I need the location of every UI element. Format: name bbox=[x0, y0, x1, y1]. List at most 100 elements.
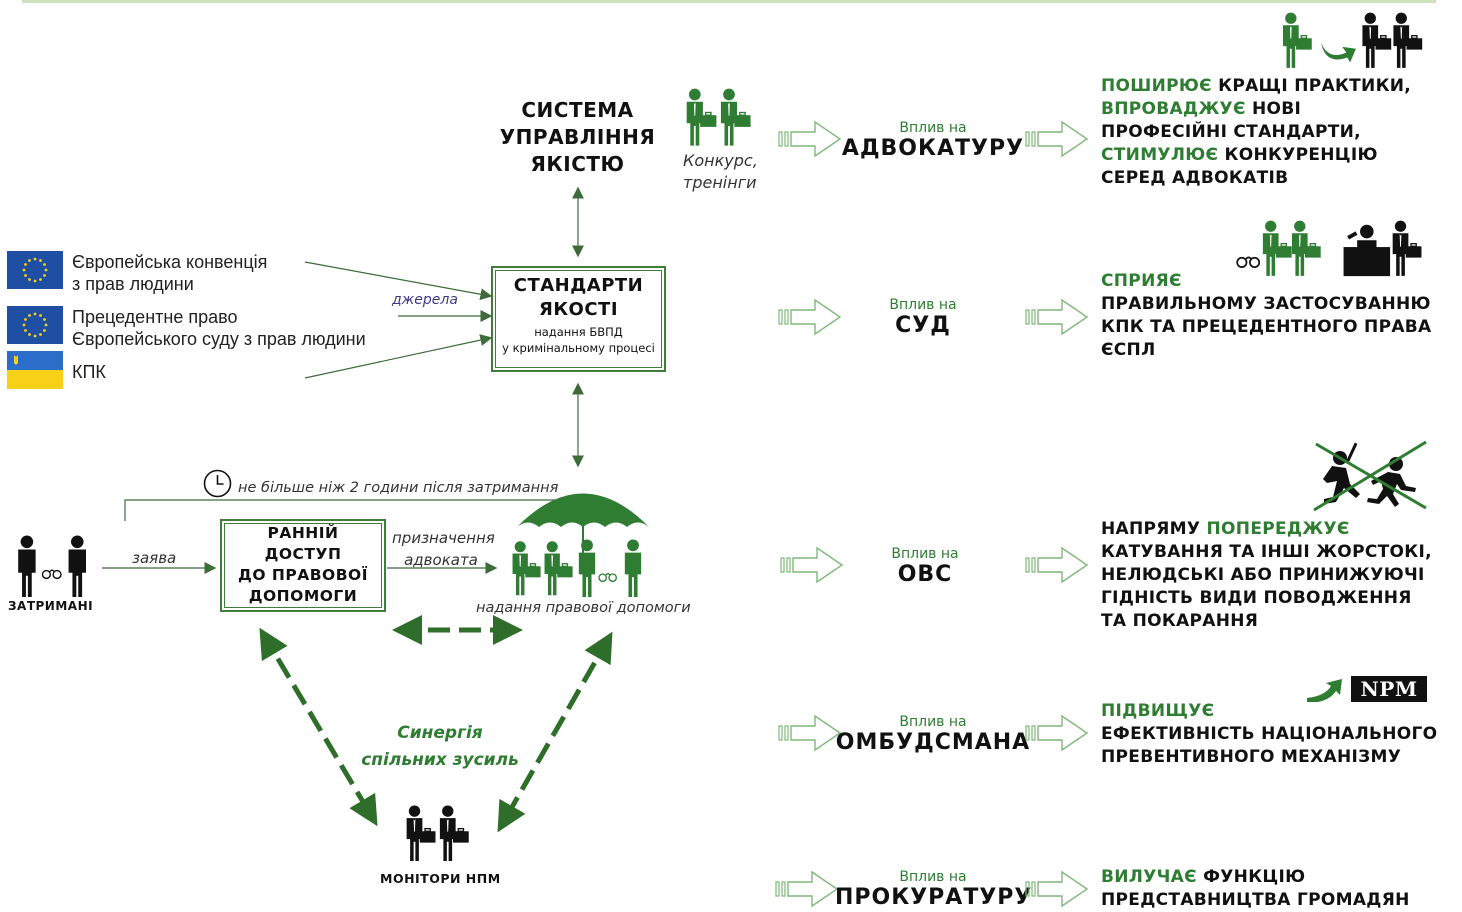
early-access-box: РАННІЙ ДОСТУП ДО ПРАВОВОЇ ДОПОМОГИ bbox=[220, 519, 386, 612]
police-t3: НЕЛЮДСЬКІ АБО ПРИНИЖУЮЧІ bbox=[1101, 565, 1425, 585]
prosecution-g1: ВИЛУЧАЄ bbox=[1101, 867, 1197, 887]
police-t1: НАПРЯМУ bbox=[1101, 519, 1207, 539]
source-kpk: КПК bbox=[72, 361, 106, 383]
appointment-l1: призначення bbox=[392, 529, 495, 547]
court-t3: КПК ТА ПРЕЦЕДЕНТНОГО ПРАВА bbox=[1101, 317, 1432, 337]
source-caselaw-line1: Прецедентне право bbox=[72, 307, 238, 327]
influence-police: Вплив на ОВС bbox=[840, 546, 1010, 587]
standards-sub2: у кримінальному процесі bbox=[502, 341, 655, 355]
early-access-l3: ДО ПРАВОВОЇ bbox=[238, 566, 368, 584]
influence-ombudsman: Вплив на ОМБУДСМАНА bbox=[835, 714, 1031, 755]
influence-advocacy: Вплив на АДВОКАТУРУ bbox=[838, 120, 1028, 161]
hollow-arrow-icon bbox=[1025, 121, 1088, 157]
appointment-l2: адвоката bbox=[404, 551, 478, 569]
ombudsman-t3: ПРЕВЕНТИВНОГО МЕХАНІЗМУ bbox=[1101, 747, 1402, 767]
hollow-arrow-icon bbox=[780, 547, 843, 583]
synergy-label: Синергія спільних зусиль bbox=[345, 720, 535, 774]
detained-label: ЗАТРИМАНІ bbox=[8, 599, 94, 613]
influence-police-small: Вплив на bbox=[891, 546, 959, 562]
hollow-arrow-icon bbox=[1025, 547, 1088, 583]
top-divider bbox=[22, 0, 1436, 3]
standards-box: СТАНДАРТИ ЯКОСТІ надання БВПД у кримінал… bbox=[491, 266, 666, 372]
standards-title1: СТАНДАРТИ bbox=[513, 275, 644, 296]
advocacy-t4: КОНКУРЕНЦІЮ bbox=[1218, 145, 1378, 165]
ombudsman-t2: ЕФЕКТИВНІСТЬ НАЦІОНАЛЬНОГО bbox=[1101, 724, 1438, 744]
influence-ombudsman-small: Вплив на bbox=[899, 714, 967, 730]
timeline-note: не більше ніж 2 години після затримання bbox=[238, 480, 559, 496]
hollow-arrow-icon bbox=[1025, 299, 1088, 335]
source-line-kpk bbox=[304, 334, 493, 379]
influence-police-big: ОВС bbox=[897, 562, 953, 587]
timeline-bracket bbox=[124, 499, 556, 521]
appointment-label: призначення адвоката bbox=[392, 527, 495, 571]
influence-prosecution: Вплив на ПРОКУРАТУРУ bbox=[835, 869, 1031, 910]
advocacy-g1: ПОШИРЮЄ bbox=[1101, 76, 1212, 96]
hollow-arrow-icon bbox=[778, 715, 841, 751]
standards-title2: ЯКОСТІ bbox=[538, 299, 619, 320]
source-kpk-line1: КПК bbox=[72, 362, 106, 382]
hollow-arrow-icon bbox=[1025, 715, 1088, 751]
legal-aid-label: надання правової допомоги bbox=[476, 600, 691, 616]
result-court: СПРИЯЄ ПРАВИЛЬНОМУ ЗАСТОСУВАННЮ КПК ТА П… bbox=[1101, 270, 1432, 362]
influence-court-big: СУД bbox=[895, 313, 951, 338]
clock-icon bbox=[203, 469, 232, 498]
influence-advocacy-big: АДВОКАТУРУ bbox=[841, 136, 1025, 161]
source-echr-line2: з прав людини bbox=[72, 274, 194, 294]
court-t2: ПРАВИЛЬНОМУ ЗАСТОСУВАННЮ bbox=[1101, 294, 1431, 314]
contest-note-line1: Конкурс, bbox=[683, 151, 758, 170]
prosecution-t2: ПРЕДСТАВНИЦТВА ГРОМАДЯН bbox=[1101, 890, 1410, 910]
synergy-arrow-right bbox=[497, 631, 613, 833]
source-caselaw: Прецедентне право Європейського суду з п… bbox=[72, 306, 366, 350]
standards-sub1: надання БВПД bbox=[534, 325, 623, 339]
advocacy-t3: ПРОФЕСІЙНІ СТАНДАРТИ, bbox=[1101, 122, 1361, 142]
sources-label: джерела bbox=[392, 292, 458, 308]
quality-system-line2: УПРАВЛІННЯ bbox=[499, 125, 656, 149]
influence-court: Вплив на СУД bbox=[838, 297, 1008, 338]
synergy-l1: Синергія bbox=[397, 723, 483, 743]
contest-note-line2: тренінги bbox=[683, 173, 757, 192]
advocacy-t2: НОВІ bbox=[1245, 99, 1302, 119]
npm-logo: NPM bbox=[1351, 676, 1427, 702]
no-violence-icon bbox=[1313, 440, 1427, 512]
synergy-l2: спільних зусиль bbox=[361, 750, 519, 770]
source-caselaw-line2: Європейського суду з прав людини bbox=[72, 329, 366, 349]
synergy-arrow-left bbox=[259, 627, 378, 827]
court-g1: СПРИЯЄ bbox=[1101, 271, 1182, 291]
advocacy-t1: КРАЩІ ПРАКТИКИ, bbox=[1211, 76, 1412, 96]
quality-system-line3: ЯКІСТЮ bbox=[530, 152, 625, 176]
police-t5: ТА ПОКАРАННЯ bbox=[1101, 611, 1259, 631]
influence-advocacy-small: Вплив на bbox=[899, 120, 967, 136]
ukraine-flag-icon bbox=[7, 351, 63, 389]
influence-prosecution-small: Вплив на bbox=[899, 869, 967, 885]
early-access-l4: ДОПОМОГИ bbox=[248, 587, 358, 605]
result-prosecution: ВИЛУЧАЄ ФУНКЦІЮ ПРЕДСТАВНИЦТВА ГРОМАДЯН bbox=[1101, 866, 1410, 912]
source-echr-line1: Європейська конвенція bbox=[72, 252, 268, 272]
quality-system-title: СИСТЕМА УПРАВЛІННЯ ЯКІСТЮ bbox=[490, 97, 665, 178]
prosecution-t1: ФУНКЦІЮ bbox=[1196, 867, 1306, 887]
statement-label: заява bbox=[132, 549, 177, 567]
hollow-arrow-icon bbox=[1025, 871, 1088, 907]
eu-flag-icon bbox=[7, 251, 63, 289]
advocacy-g4: СТИМУЛЮЄ bbox=[1101, 145, 1219, 165]
early-access-l2: ДОСТУП bbox=[264, 545, 342, 563]
advocacy-t5: СЕРЕД АДВОКАТІВ bbox=[1101, 168, 1289, 188]
hollow-arrow-icon bbox=[775, 871, 838, 907]
early-access-l1: РАННІЙ bbox=[267, 524, 339, 542]
police-g1: ПОПЕРЕДЖУЄ bbox=[1206, 519, 1350, 539]
result-ombudsman: ПІДВИЩУЄ ЕФЕКТИВНІСТЬ НАЦІОНАЛЬНОГО ПРЕВ… bbox=[1101, 700, 1437, 769]
npm-monitors-label: МОНІТОРИ НПМ bbox=[380, 871, 501, 886]
result-police: НАПРЯМУ ПОПЕРЕДЖУЄ КАТУВАННЯ ТА ІНШІ ЖОР… bbox=[1101, 518, 1432, 633]
influence-ombudsman-big: ОМБУДСМАНА bbox=[835, 730, 1031, 755]
result-advocacy: ПОШИРЮЄ КРАЩІ ПРАКТИКИ, ВПРОВАДЖУЄ НОВІ … bbox=[1101, 75, 1411, 190]
hollow-arrow-icon bbox=[778, 299, 841, 335]
influence-court-small: Вплив на bbox=[889, 297, 957, 313]
hollow-arrow-icon bbox=[778, 121, 841, 157]
umbrella-legal-aid-icon bbox=[511, 493, 649, 597]
police-t4: ГІДНІСТЬ ВИДИ ПОВОДЖЕННЯ bbox=[1101, 588, 1412, 608]
lawyers-icon bbox=[686, 88, 752, 146]
contest-note: Конкурс, тренінги bbox=[683, 150, 758, 194]
police-t2: КАТУВАННЯ ТА ІНШІ ЖОРСТОКІ, bbox=[1101, 542, 1432, 562]
best-practices-icon bbox=[1282, 11, 1423, 69]
source-echr: Європейська конвенція з прав людини bbox=[72, 251, 267, 295]
